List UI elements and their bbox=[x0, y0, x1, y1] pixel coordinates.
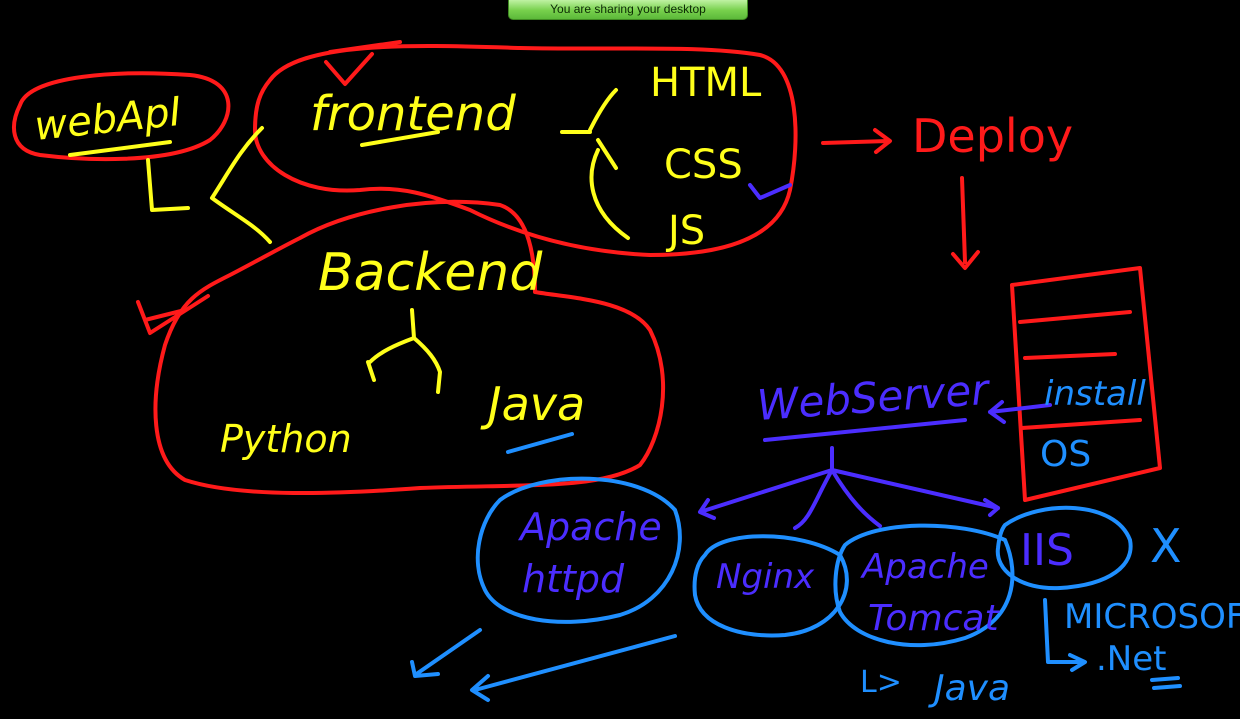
label-arrow-mark: L> bbox=[860, 665, 902, 700]
webapi-underline bbox=[68, 140, 172, 157]
label-dotnet: .Net bbox=[1096, 639, 1167, 679]
label-java-note: Java bbox=[928, 668, 1010, 709]
webapi-circle bbox=[12, 71, 231, 162]
label-frontend: frontend bbox=[310, 86, 516, 142]
connector-frontend-branch bbox=[560, 88, 630, 240]
label-apache-httpd-line2: httpd bbox=[522, 557, 625, 601]
frontend-tick bbox=[748, 183, 792, 200]
apache-httpd-circle bbox=[475, 476, 682, 624]
frontend-blob bbox=[253, 44, 798, 257]
label-java: Java bbox=[480, 377, 585, 431]
tomcat-circle bbox=[833, 523, 1015, 648]
iis-circle bbox=[995, 505, 1133, 591]
label-js: JS bbox=[665, 208, 705, 254]
label-webapi: webApI bbox=[32, 89, 183, 150]
label-microsoft: MICROSOFT bbox=[1064, 597, 1240, 637]
webserver-underline bbox=[763, 418, 967, 442]
label-python: Python bbox=[220, 417, 352, 461]
frontend-checkmark bbox=[324, 40, 402, 86]
arrow-deploy-down bbox=[951, 176, 980, 270]
arrow-install-to-webserver bbox=[988, 400, 1052, 424]
label-deploy: Deploy bbox=[912, 109, 1073, 163]
label-os: OS bbox=[1040, 434, 1091, 475]
backend-checkmark bbox=[136, 294, 210, 335]
dotnet-underline bbox=[1150, 676, 1182, 690]
label-tomcat-line2: Tomcat bbox=[868, 598, 1000, 639]
label-install: install bbox=[1044, 374, 1146, 414]
label-nginx: Nginx bbox=[716, 557, 815, 597]
frontend-underline bbox=[360, 130, 440, 147]
label-html: HTML bbox=[650, 60, 762, 106]
connector-webapi-branch bbox=[146, 126, 272, 244]
apache-arrow-left bbox=[410, 628, 482, 678]
java-underline bbox=[506, 432, 574, 454]
server-rack bbox=[1010, 266, 1162, 502]
iis-bracket bbox=[1043, 598, 1087, 672]
label-apache-httpd-line1: Apache bbox=[517, 505, 662, 549]
label-x-mark: X bbox=[1150, 519, 1182, 573]
label-backend: Backend bbox=[318, 243, 543, 303]
connector-backend-branch bbox=[366, 308, 442, 394]
label-tomcat-line1: Apache bbox=[860, 547, 989, 587]
label-css: CSS bbox=[664, 142, 743, 188]
webserver-branches bbox=[698, 446, 1000, 530]
nginx-circle bbox=[692, 534, 849, 638]
backend-blob bbox=[153, 199, 666, 496]
arrow-to-deploy bbox=[821, 128, 892, 154]
label-iis: IIS bbox=[1020, 525, 1074, 576]
screen-sharing-banner[interactable]: You are sharing your desktop bbox=[508, 0, 748, 20]
apache-arrow-bottom bbox=[470, 634, 677, 702]
